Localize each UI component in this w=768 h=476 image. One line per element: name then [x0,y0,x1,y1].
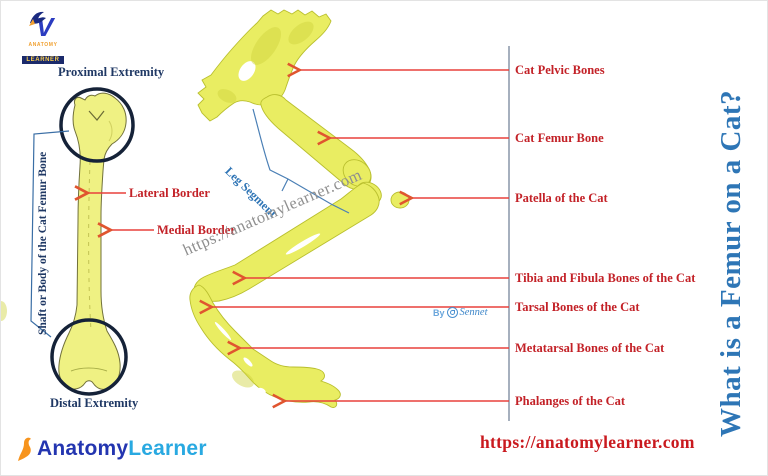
label-metatarsal-bones: Metatarsal Bones of the Cat [515,341,665,355]
label-patella: Patella of the Cat [515,191,608,205]
distal-extremity-circle [50,318,128,396]
logo-leap-icon [18,437,31,461]
logo-text-learner: LEARNER [22,56,64,64]
label-cat-femur-bone: Cat Femur Bone [515,131,604,145]
leader-lines [211,70,509,401]
lateral-border-label: Lateral Border [129,186,210,200]
logo-animal-icon: V [29,11,56,42]
label-tarsal-bones: Tarsal Bones of the Cat [515,300,640,314]
tarsal-metatarsal-phalanges [189,284,341,408]
patella-bone [390,191,410,209]
leg-segment-bracket-tick [281,178,289,192]
logo-text-anatomy: ANATOMY [28,42,58,48]
page-title-vertical: What is a Femur on a Cat? [715,89,747,437]
credit-by-sennet: By Sennet [433,307,488,318]
pelvis-bone [197,9,332,122]
bone-shading [1,21,314,388]
medial-border-label: Medial Border [157,223,236,237]
proximal-extremity-label: Proximal Extremity [58,65,165,79]
credit-by-text: By [433,307,445,318]
distal-extremity-label: Distal Extremity [50,396,139,410]
proximal-extremity-circle [59,87,135,163]
wordmark-learner: Learner [128,437,207,460]
wordmark-anatomy: Anatomy [37,437,129,460]
label-tibia-fibula: Tibia and Fibula Bones of the Cat [515,271,696,285]
shaft-bracket [30,130,70,338]
leg-segment-bracket [252,108,350,214]
label-cat-pelvic-bones: Cat Pelvic Bones [515,63,605,77]
bone-foramina [214,61,321,404]
shaft-label: Shaft or Body of the Cat Femur Bone [37,151,49,335]
site-url-link[interactable]: https://anatomylearner.com [480,432,695,452]
credit-name: Sennet [459,307,488,318]
sennet-ring-icon [446,307,458,318]
label-phalanges: Phalanges of the Cat [515,394,626,408]
anatomylearner-badge-logo: V ANATOMY LEARNER [17,9,69,64]
femur-bone-illustration [58,92,127,390]
